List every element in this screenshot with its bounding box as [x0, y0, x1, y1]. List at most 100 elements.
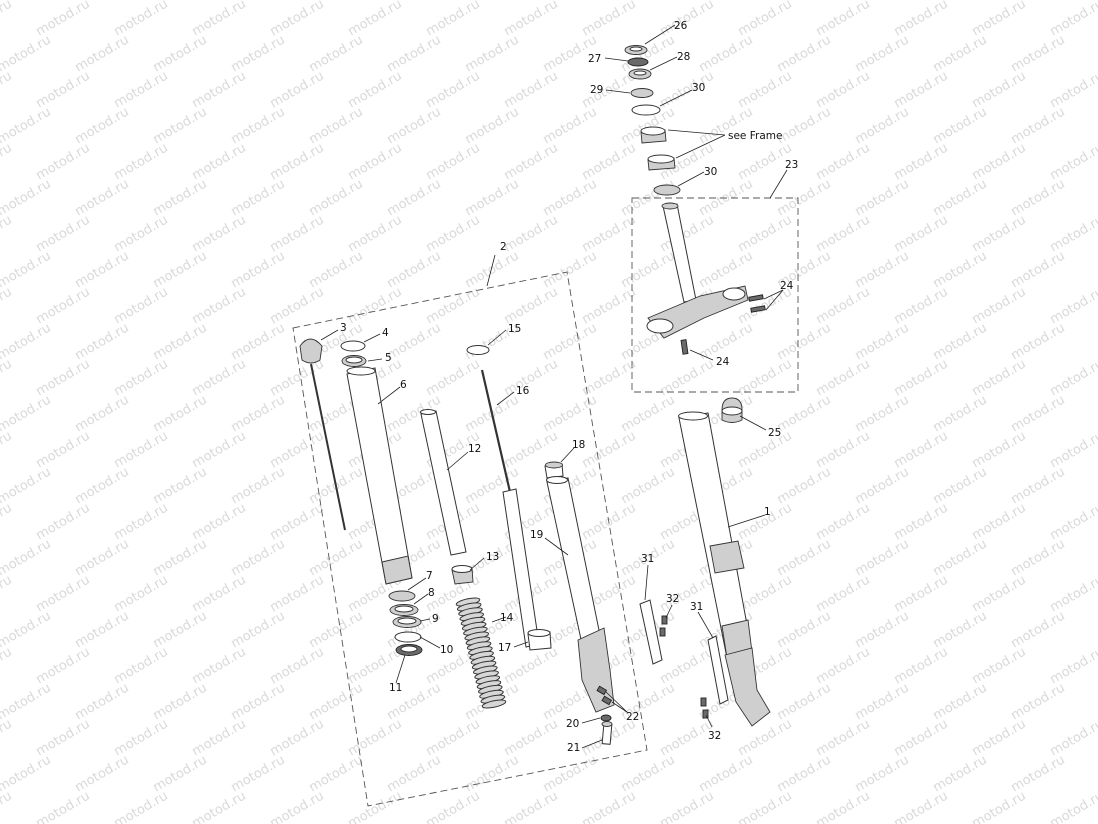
callout-19: 19 — [530, 529, 543, 541]
watermark-text: motod.ru — [658, 357, 717, 400]
callout-30-lower: 30 — [704, 166, 717, 178]
watermark-text: motod.ru — [931, 105, 990, 148]
watermark-text: motod.ru — [697, 753, 756, 796]
watermark-text: motod.ru — [73, 105, 132, 148]
watermark-text: motod.ru — [0, 609, 54, 652]
watermark-text: motod.ru — [268, 213, 327, 256]
callout-29: 29 — [590, 84, 603, 96]
watermark-text: motod.ru — [0, 717, 15, 760]
watermark-text: motod.ru — [346, 69, 405, 112]
callout-21: 21 — [567, 742, 580, 754]
watermark-text: motod.ru — [112, 0, 171, 39]
watermark-text: motod.ru — [853, 177, 912, 220]
watermark-text: motod.ru — [385, 753, 444, 796]
callout-12: 12 — [468, 443, 481, 455]
watermark-text: motod.ru — [424, 357, 483, 400]
callout-20: 20 — [566, 718, 579, 730]
watermark-text: motod.ru — [73, 753, 132, 796]
watermark-text: motod.ru — [34, 357, 93, 400]
watermark-text: motod.ru — [619, 753, 678, 796]
seal-ring-part — [341, 355, 367, 367]
watermark-text: motod.ru — [151, 537, 210, 580]
watermark-text: motod.ru — [151, 105, 210, 148]
watermark-text: motod.ru — [892, 429, 951, 472]
lower-slider-part — [546, 476, 615, 713]
watermark-text: motod.ru — [151, 609, 210, 652]
watermark-text: motod.ru — [229, 249, 288, 292]
watermark-text: motod.ru — [619, 249, 678, 292]
watermark-text: motod.ru — [73, 321, 132, 364]
watermark-text: motod.ru — [697, 33, 756, 76]
watermark-text: motod.ru — [268, 0, 327, 39]
watermark-text: motod.ru — [502, 285, 561, 328]
watermark-text: motod.ru — [151, 33, 210, 76]
callout-15: 15 — [508, 323, 521, 335]
watermark-text: motod.ru — [1048, 285, 1098, 328]
watermark-text: motod.ru — [73, 681, 132, 724]
watermark-text: motod.ru — [970, 717, 1029, 760]
watermark-text: motod.ru — [112, 789, 171, 824]
watermark-text: motod.ru — [73, 537, 132, 580]
watermark-text: motod.ru — [112, 501, 171, 544]
washer-9-part — [392, 616, 422, 628]
watermark-text: motod.ru — [151, 393, 210, 436]
watermark-text: motod.ru — [892, 501, 951, 544]
watermark-text: motod.ru — [424, 213, 483, 256]
callout-3: 3 — [340, 322, 347, 334]
watermark-text: motod.ru — [814, 357, 873, 400]
watermark-text: motod.ru — [190, 429, 249, 472]
watermark-text: motod.ru — [775, 465, 834, 508]
watermark-text: motod.ru — [229, 393, 288, 436]
bushing-8-part — [389, 604, 419, 616]
watermark-text: motod.ru — [931, 609, 990, 652]
watermark-text: motod.ru — [931, 681, 990, 724]
bush-17-part — [527, 629, 552, 651]
watermark-text: motod.ru — [463, 33, 522, 76]
watermark-text: motod.ru — [229, 609, 288, 652]
watermark-text: motod.ru — [34, 0, 93, 39]
watermark-text: motod.ru — [970, 357, 1029, 400]
watermark-text: motod.ru — [853, 321, 912, 364]
watermark-text: motod.ru — [1048, 789, 1098, 824]
watermark-text: motod.ru — [1009, 465, 1068, 508]
watermark-text: motod.ru — [112, 141, 171, 184]
watermark-text: motod.ru — [0, 213, 15, 256]
watermark-text: motod.ru — [853, 753, 912, 796]
watermark-text: motod.ru — [502, 213, 561, 256]
callout-14: 14 — [500, 612, 514, 624]
watermark-text: motod.ru — [814, 285, 873, 328]
watermark-text: motod.ru — [229, 177, 288, 220]
watermark-text: motod.ru — [307, 681, 366, 724]
watermark-text: motod.ru — [151, 177, 210, 220]
watermark-text: motod.ru — [502, 357, 561, 400]
watermark-text: motod.ru — [580, 0, 639, 39]
watermark-text: motod.ru — [1048, 429, 1098, 472]
locknut-26-part — [624, 45, 648, 55]
watermark-text: motod.ru — [346, 213, 405, 256]
watermark-text: motod.ru — [892, 141, 951, 184]
watermark-text: motod.ru — [853, 537, 912, 580]
watermark-text: motod.ru — [112, 69, 171, 112]
watermark-text: motod.ru — [580, 141, 639, 184]
watermark-text: motod.ru — [775, 321, 834, 364]
watermark-text: motod.ru — [424, 285, 483, 328]
watermark-text: motod.ru — [229, 105, 288, 148]
callout-16: 16 — [516, 385, 530, 397]
watermark-text: motod.ru — [814, 717, 873, 760]
watermark-text: motod.ru — [34, 645, 93, 688]
watermark-text: motod.ru — [385, 249, 444, 292]
watermark-text: motod.ru — [190, 789, 249, 824]
watermark-text: motod.ru — [580, 789, 639, 824]
watermark-text: motod.ru — [229, 321, 288, 364]
watermark-text: motod.ru — [658, 789, 717, 824]
watermark-text: motod.ru — [112, 429, 171, 472]
watermark-text: motod.ru — [541, 177, 600, 220]
watermark-text: motod.ru — [502, 141, 561, 184]
watermark-text: motod.ru — [736, 69, 795, 112]
watermark-text: motod.ru — [73, 609, 132, 652]
bearing-lower-part — [647, 154, 676, 171]
o-ring-part — [340, 340, 366, 352]
watermark-text: motod.ru — [424, 69, 483, 112]
watermark-text: motod.ru — [502, 789, 561, 824]
watermark-text: motod.ru — [853, 465, 912, 508]
